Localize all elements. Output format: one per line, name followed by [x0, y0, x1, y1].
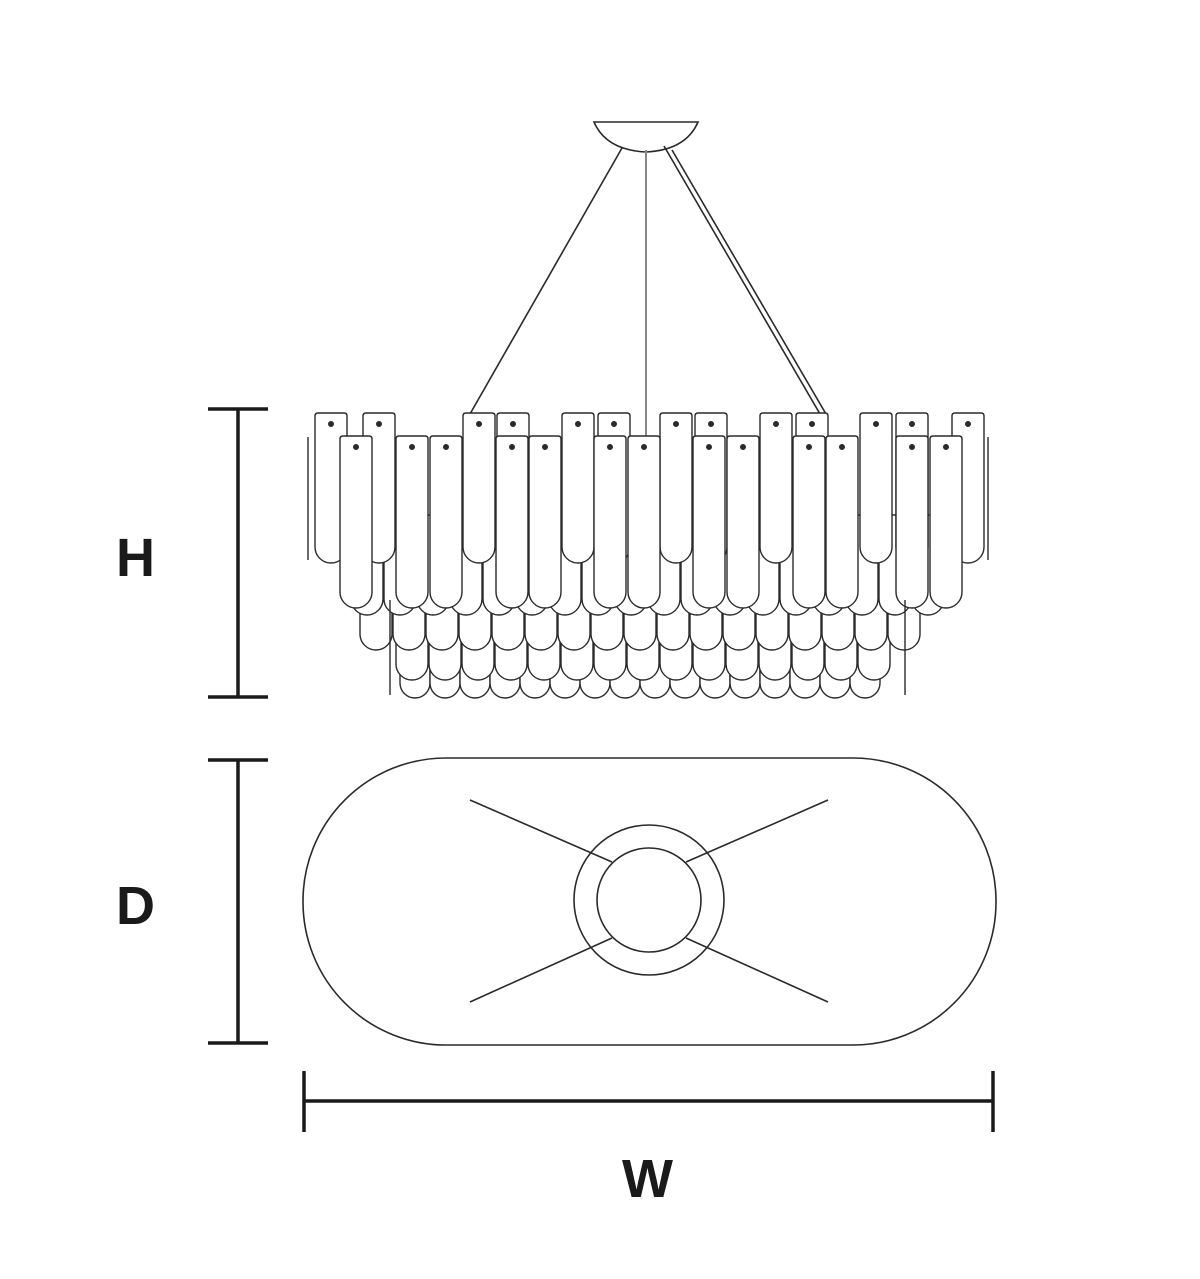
plan-arm-top-right: [685, 799, 829, 863]
pendant-hook-dot: [541, 443, 548, 450]
plan-view: [302, 757, 997, 1046]
pendant-hook-dot: [707, 420, 714, 427]
pendant-tile-front: [528, 435, 562, 609]
height-label: H: [116, 528, 155, 588]
pendant-hook-dot: [606, 443, 613, 450]
plan-canopy-inner: [596, 847, 702, 953]
pendant-tile-front: [593, 435, 627, 609]
pendant-hook-dot: [964, 420, 971, 427]
pendant-hook-dot: [640, 443, 647, 450]
depth-dimension-line: [208, 758, 268, 1045]
pendant-hook-dot: [838, 443, 845, 450]
pendant-hook-dot: [327, 420, 334, 427]
width-label: W: [622, 1149, 673, 1209]
pendant-hook-dot: [772, 420, 779, 427]
pendant-hook-dot: [442, 443, 449, 450]
pendant-hook-dot: [352, 443, 359, 450]
pendant-tile-front: [692, 435, 726, 609]
pendant-hook-dot: [574, 420, 581, 427]
dimension-lines: [208, 407, 995, 1132]
pendant-tile-front: [929, 435, 963, 609]
pendant-hook-dot: [705, 443, 712, 450]
pendant-tile-front: [429, 435, 463, 609]
pendant-tile-front: [339, 435, 373, 609]
plan-canopy-outer: [573, 824, 725, 976]
elevation-view: [307, 121, 989, 699]
pendant-hook-dot: [808, 420, 815, 427]
pendant-hook-dot: [805, 443, 812, 450]
plan-arm-bottom-right: [685, 937, 829, 1003]
depth-label: D: [116, 876, 155, 936]
suspension-cable-left: [469, 147, 623, 415]
pendant-tile-top: [859, 412, 893, 564]
pendant-tile-front: [895, 435, 929, 609]
pendant-tile-front: [395, 435, 429, 609]
pendant-tile-front: [495, 435, 529, 609]
height-dimension-line: [208, 407, 268, 699]
pendant-hook-dot: [908, 420, 915, 427]
pendant-tile-front: [825, 435, 859, 609]
suspension-cable-right-2: [671, 149, 827, 415]
pendant-hook-dot: [610, 420, 617, 427]
pendant-hook-dot: [475, 420, 482, 427]
pendant-tile-top: [659, 412, 693, 564]
pendant-hook-dot: [508, 443, 515, 450]
pendant-hook-dot: [942, 443, 949, 450]
pendant-hook-dot: [408, 443, 415, 450]
pendant-tile-top: [314, 412, 348, 564]
plan-outline: [302, 757, 997, 1046]
pendant-tile-front: [627, 435, 661, 609]
plan-arm-top-left: [469, 799, 613, 863]
pendant-hook-dot: [375, 420, 382, 427]
pendant-tile-top: [462, 412, 496, 564]
pendant-hook-dot: [739, 443, 746, 450]
ceiling-canopy: [592, 121, 700, 153]
pendant-tile-top: [759, 412, 793, 564]
pendant-tile-front: [726, 435, 760, 609]
pendant-hook-dot: [672, 420, 679, 427]
pendant-hook-dot: [908, 443, 915, 450]
pendant-tile-front: [792, 435, 826, 609]
suspension-cable-right: [663, 145, 821, 415]
glass-pendant-tiers: [307, 412, 989, 699]
pendant-hook-dot: [872, 420, 879, 427]
plan-arm-bottom-left: [469, 937, 613, 1003]
pendant-hook-dot: [509, 420, 516, 427]
width-dimension-line: [302, 1071, 995, 1132]
pendant-tile-top: [561, 412, 595, 564]
